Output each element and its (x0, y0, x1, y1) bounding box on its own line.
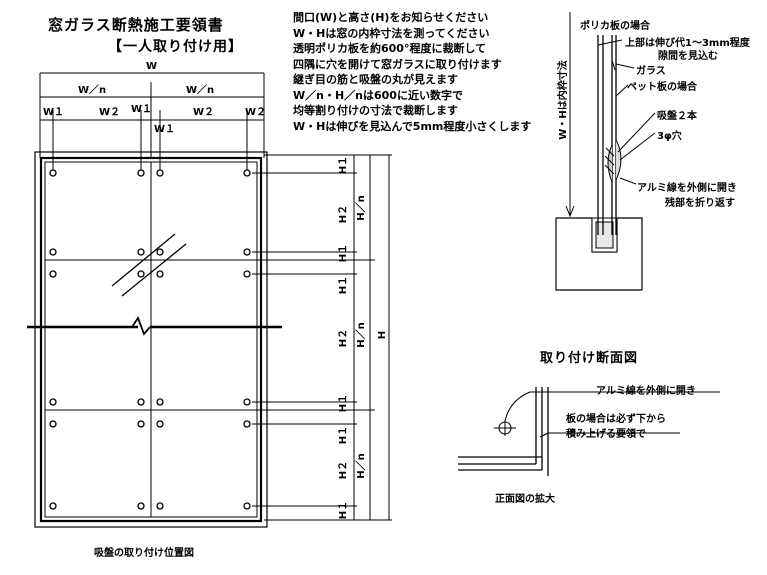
frame-channel-fill (595, 221, 614, 249)
dim-label-W1: W１ (43, 106, 64, 118)
section-pet-label: ペット板の場合 (627, 82, 697, 93)
hatch (605, 147, 615, 157)
suction-cup (49, 398, 57, 406)
dim-label-H1: H１ (337, 501, 349, 519)
section-note-top-1: 上部は伸び代1～3mm程度 (625, 38, 750, 49)
suction-cup (137, 248, 145, 256)
instruction-item: 間口(W)と高さ(H)をお知らせください (293, 11, 489, 24)
front-view-caption: 吸盤の取り付け位置図 (94, 548, 194, 559)
suction-cup (156, 398, 164, 406)
section-note-top-2: 隙間を見込む (658, 51, 718, 62)
dim-label-W2: W２ (99, 106, 120, 118)
leader-line (597, 39, 623, 46)
section-header: ポリカ板の場合 (580, 21, 650, 32)
dim-label-Wn: W／n (78, 83, 106, 96)
dim-label-H1: H１ (337, 276, 349, 294)
instruction-list: 間口(W)と高さ(H)をお知らせください W・Hは窓の内枠寸法を測ってください … (293, 10, 531, 134)
suction-cup-group (49, 169, 251, 510)
dim-label-W2: W２ (245, 106, 266, 118)
suction-cup (156, 169, 164, 177)
dim-arrow (565, 205, 575, 218)
section-wire-label-2: 残部を折り返す (665, 198, 735, 209)
instruction-item: W・Hは伸びを見込んで5mm程度小さくします (293, 119, 532, 133)
dim-label-W1: W１ (131, 103, 152, 115)
suction-bump (607, 144, 613, 183)
glass-reflection-mark (111, 233, 176, 287)
glass-reflection-mark (121, 243, 187, 297)
break-symbol (131, 316, 151, 336)
hatch (604, 155, 615, 166)
dim-label-H2: H２ (337, 205, 349, 223)
suction-cup (156, 502, 164, 510)
suction-cup (49, 248, 57, 256)
instruction-item: 透明ポリカ板を約600°程度に裁断して (293, 42, 487, 55)
leader-line (619, 177, 637, 185)
suction-cup (49, 270, 57, 278)
instruction-item: W／n・H／nは600に近い数字で (293, 88, 463, 102)
install-note-2: 板の場合は必ず下から (566, 414, 666, 425)
suction-cup (156, 420, 164, 428)
dim-label-Hn: H／n (354, 322, 367, 348)
suction-cup (243, 420, 251, 428)
dim-label-H2: H２ (337, 329, 349, 347)
dim-label-H: H (377, 331, 388, 339)
suction-cup (137, 502, 145, 510)
leader-line (617, 112, 656, 153)
leader-line (615, 84, 629, 97)
suction-cup (49, 420, 57, 428)
dim-label-H2: H２ (337, 461, 349, 479)
leader-curve (504, 391, 720, 422)
suction-cup (137, 398, 145, 406)
suction-cup (243, 169, 251, 177)
dim-label-H1: H１ (337, 394, 349, 412)
instruction-item: 均等割り付けの寸法で裁断します (293, 104, 458, 117)
leader-line (619, 132, 656, 161)
dim-label-H1: H１ (337, 156, 349, 174)
dim-label-Hn: H／n (354, 195, 367, 221)
install-note-3: 積み上げる要領で (566, 429, 646, 440)
suction-cup (49, 169, 57, 177)
page-subtitle: 【一人取り付け用】 (108, 39, 243, 55)
dim-label-Wn: W／n (186, 83, 214, 96)
dim-label-W: W (146, 61, 157, 72)
dim-label-W1: W１ (154, 123, 175, 135)
install-view-caption: 正面図の拡大 (495, 494, 555, 505)
suction-cup (137, 169, 145, 177)
dim-label-W2: W２ (193, 106, 214, 118)
suction-cup (243, 270, 251, 278)
suction-cup (243, 502, 251, 510)
leader-line (611, 59, 616, 71)
suction-cup (49, 502, 57, 510)
page-title: 窓ガラス断熱施工要領書 (48, 16, 224, 34)
suction-cup (137, 420, 145, 428)
hatch (604, 164, 615, 175)
instruction-item: 継ぎ目の筋と吸盤の丸が見えます (293, 73, 458, 86)
suction-cup (243, 398, 251, 406)
section-hole-label: 3φ穴 (657, 131, 682, 142)
vertical-dim-label: W・Hは内枠寸法 (556, 60, 569, 139)
suction-cup (243, 248, 251, 256)
leader-line (539, 432, 549, 438)
instruction-item: 四隅に穴を開けて窓ガラスに取り付けます (293, 57, 502, 71)
dim-label-Hn: H／n (354, 453, 367, 479)
suction-cup (137, 270, 145, 278)
suction-cup (156, 248, 164, 256)
section-glass-label: ガラス (636, 66, 666, 77)
instruction-item: W・Hは窓の内枠寸法を測ってください (293, 26, 490, 40)
dim-label-H1: H１ (337, 426, 349, 444)
suction-cup (156, 270, 164, 278)
leader-line (615, 63, 635, 69)
install-view-title: 取り付け断面図 (540, 351, 639, 366)
section-suction-label: 吸盤２本 (657, 111, 697, 122)
section-wire-label-1: アルミ線を外側に開き (637, 183, 737, 194)
dim-label-H1: H１ (337, 244, 349, 262)
